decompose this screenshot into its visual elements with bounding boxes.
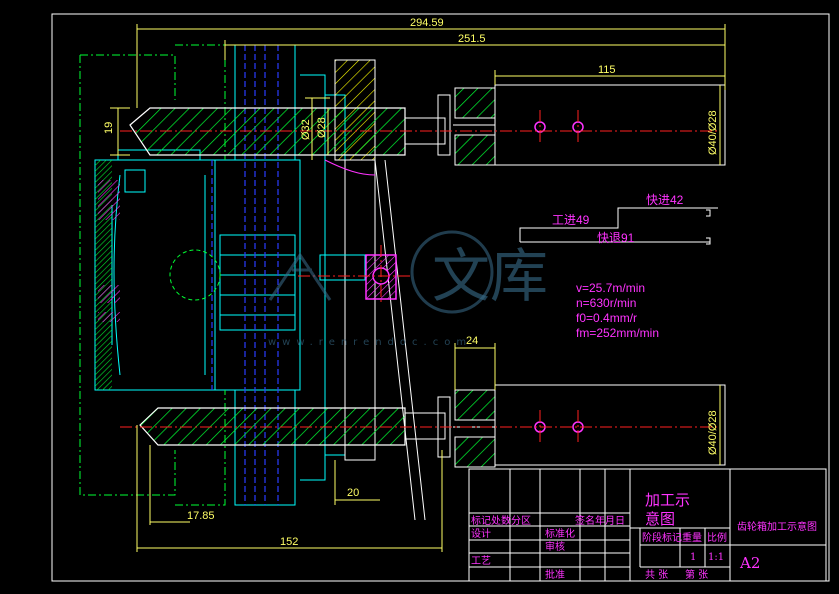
bore-circle — [169, 249, 221, 301]
tb-sheet-size: A2 — [739, 554, 760, 572]
dim-115: 115 — [598, 64, 616, 76]
tb-product-name: 齿轮箱加工示意图 — [737, 520, 817, 533]
param-fm: fm=252mm/min — [576, 326, 659, 340]
centerlines — [120, 110, 720, 445]
watermark-url: www.renrendoc.com — [268, 337, 472, 348]
tb-drawing-name-2: 意图 — [645, 510, 675, 528]
tb-review: 审核 — [545, 540, 565, 553]
tb-scale: 比例 — [707, 531, 727, 544]
dim-17-85: 17.85 — [187, 510, 215, 522]
tb-weight: 重量 — [682, 531, 702, 544]
dim-294-59: 294.59 — [410, 17, 444, 29]
tb-process: 工艺 — [471, 555, 491, 567]
dim-dia-28: Ø28 — [316, 117, 328, 138]
power-head-top — [494, 84, 726, 166]
guide-column — [344, 159, 376, 461]
tb-standardize: 标准化 — [545, 527, 575, 540]
tb-sheet-total: 共 张 — [645, 569, 668, 581]
locating-pin-body — [319, 254, 366, 281]
dim-dia-32: Ø32 — [300, 119, 312, 140]
small-nut — [124, 169, 146, 193]
flange-hatch-mid — [98, 285, 120, 303]
flange-hatch-top — [98, 180, 120, 220]
dimension-lines — [110, 24, 726, 552]
tb-drawing-name-1: 加工示 — [645, 491, 690, 509]
label-work-feed: 工进49 — [552, 213, 590, 227]
tb-stage-mark: 阶段标记 — [642, 531, 682, 544]
dim-19: 19 — [103, 122, 115, 134]
flange-hatch-bot — [98, 312, 120, 322]
param-v: v=25.7m/min — [576, 281, 645, 295]
dim-20: 20 — [347, 487, 359, 499]
tb-scale-b: 1:1 — [708, 552, 724, 563]
title-block — [468, 468, 827, 582]
label-fast-forward: 快进42 — [646, 193, 684, 207]
drill-shank-bottom — [404, 412, 446, 440]
watermark-glyphs: 文库 — [432, 242, 548, 310]
tb-scale-a: 1 — [690, 552, 696, 563]
param-f0: f0=0.4mm/r — [576, 311, 637, 325]
label-fast-return: 快退91 — [597, 231, 635, 245]
tb-design: 设计 — [471, 527, 491, 540]
tb-row-mark: 标记处数分区 — [471, 514, 531, 527]
watermark-logo: 文库 www.renrendoc.com — [268, 230, 548, 348]
drawing-frame — [51, 13, 830, 582]
feed-cycle-graph — [519, 207, 718, 245]
dim-251-5: 251.5 — [458, 33, 486, 45]
tb-sheet-no: 第 张 — [685, 568, 708, 581]
tb-approve: 批准 — [545, 568, 565, 581]
dim-24: 24 — [466, 335, 478, 347]
coupling-top — [437, 87, 496, 166]
param-n: n=630r/min — [576, 296, 636, 310]
tb-row-sign: 签名年月日 — [575, 514, 625, 527]
dim-dia-40-28-bottom: Ø40/Ø28 — [707, 410, 719, 455]
guide-arc — [324, 159, 376, 176]
power-head-bottom — [494, 384, 726, 466]
dim-dia-40-28-top: Ø40/Ø28 — [707, 110, 719, 155]
guide-support — [374, 159, 426, 521]
dim-152: 152 — [280, 536, 298, 548]
coupling-bottom — [437, 389, 496, 468]
